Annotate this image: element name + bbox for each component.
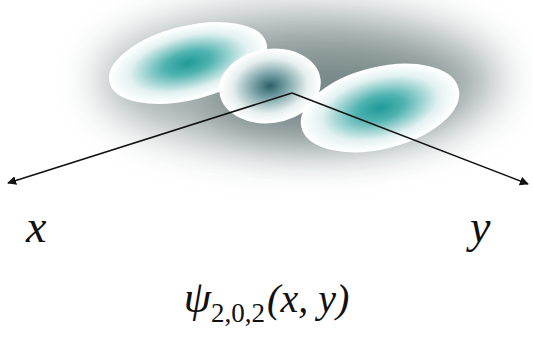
- axis-label: x: [26, 204, 46, 250]
- coordinate-axes: [8, 93, 528, 184]
- axis-label: y: [470, 204, 490, 250]
- quantum-numbers: 2,0,2: [211, 298, 265, 328]
- wavefunction-symbol: ψ: [184, 273, 211, 322]
- wavefunction-formula: ψ2,0,2(x, y): [0, 276, 533, 320]
- wavefunction-arguments: (x, y): [267, 276, 349, 321]
- wavefunction-lobes: [102, 9, 468, 166]
